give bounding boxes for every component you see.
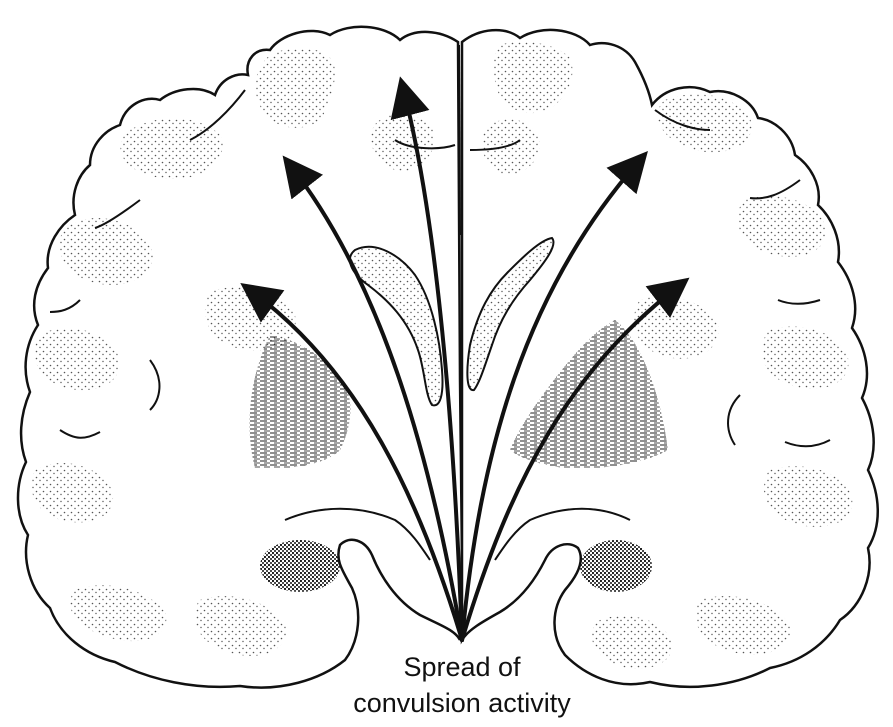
right-hippocampus xyxy=(580,540,652,592)
left-hippocampus xyxy=(260,540,340,592)
caption-line-1: Spread of xyxy=(403,652,521,682)
caption-line-2: convulsion activity xyxy=(353,688,571,718)
